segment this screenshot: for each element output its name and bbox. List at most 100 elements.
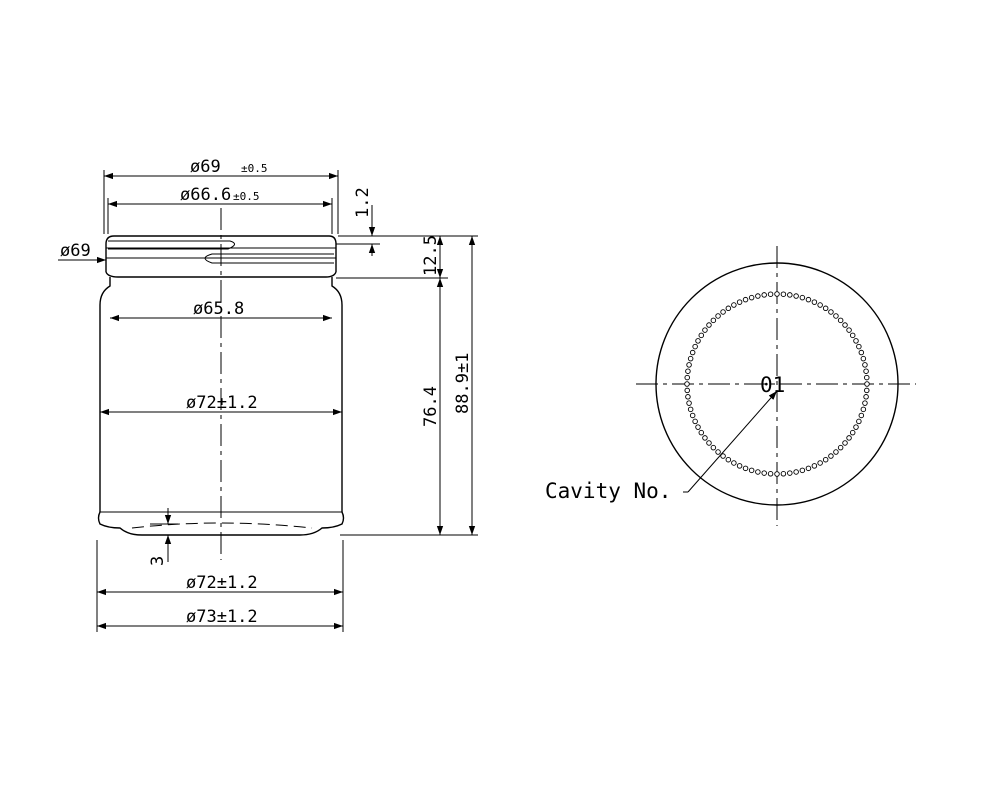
dim-body-label: ø72±1.2 (186, 393, 258, 413)
stipple-bead (864, 381, 870, 387)
stipple-bead (837, 317, 844, 324)
stipple-bead (736, 463, 743, 469)
stipple-bead (780, 291, 787, 297)
stipple-bead (706, 322, 712, 328)
stipple-bead (817, 302, 823, 308)
stipple-bead (692, 418, 698, 425)
stipple-bead (799, 294, 806, 301)
stipple-bead (695, 338, 701, 344)
stipple-bead (842, 322, 848, 328)
stippling-ring (684, 291, 870, 477)
stipple-bead (828, 309, 834, 315)
stipple-bead (715, 313, 721, 319)
stipple-bead (793, 293, 799, 299)
stipple-bead (856, 343, 862, 350)
stipple-bead (710, 444, 717, 451)
jar-lip (105, 235, 337, 245)
stipple-bead (684, 374, 690, 381)
stipple-bead (864, 387, 870, 394)
stipple-bead (686, 362, 692, 368)
stipple-bead (715, 449, 721, 455)
stipple-bead (767, 471, 774, 477)
stipple-bead (837, 444, 844, 451)
stipple-bead (755, 293, 761, 299)
body-left-wall (99, 277, 111, 512)
stipple-bead (684, 381, 690, 387)
dim-base-label: ø72±1.2 (186, 573, 258, 593)
stipple-bead (787, 470, 793, 476)
stipple-bead (720, 309, 726, 315)
stipple-bead (702, 435, 708, 441)
stipple-bead (698, 332, 705, 339)
stipple-bead (706, 440, 712, 446)
stipple-bead (822, 305, 829, 312)
stipple-bead (787, 292, 793, 298)
stipple-bead (695, 424, 701, 430)
stipple-bead (780, 471, 787, 477)
jar-base (97, 511, 345, 536)
stipple-bead (833, 313, 839, 319)
thread-lug-2 (204, 253, 334, 264)
stipple-bead (799, 467, 806, 474)
stipple-bead (862, 400, 868, 406)
jar-bottom-view: 01 Cavity No. (545, 246, 916, 526)
jar-side-view: ø69 ±0.5 ø66.6 ±0.5 ø69 ø65.8 ø72±1.2 ø7… (58, 157, 478, 632)
cavity-label: Cavity No. (545, 479, 671, 503)
stipple-bead (742, 465, 749, 472)
transfer-bead (105, 271, 337, 278)
body-right-wall (331, 277, 343, 512)
dim-finish-inner-tolerance: ±0.5 (233, 190, 260, 203)
stipple-bead (698, 429, 705, 436)
stipple-bead (774, 471, 780, 477)
stipple-bead (710, 317, 717, 324)
stipple-bead (811, 299, 818, 305)
stipple-bead (731, 460, 737, 466)
dim-finish-inner-label: ø66.6 (180, 185, 231, 205)
dim-lip-height-label: 1.2 (353, 187, 373, 218)
stipple-bead (863, 394, 869, 400)
stipple-bead (864, 374, 870, 381)
stipple-bead (684, 387, 690, 394)
stipple-bead (736, 299, 743, 305)
stipple-bead (853, 424, 859, 430)
stipple-bead (761, 470, 767, 476)
dim-bottom-label: ø73±1.2 (186, 607, 258, 627)
stipple-bead (817, 460, 823, 466)
stipple-bead (853, 338, 859, 344)
stipple-bead (686, 400, 692, 406)
stipple-bead (846, 327, 852, 333)
stipple-bead (755, 469, 761, 475)
stipple-bead (720, 453, 726, 459)
stipple-bead (742, 296, 749, 303)
dim-thread-label: ø69 (60, 241, 91, 261)
stipple-bead (862, 362, 868, 368)
stipple-bead (689, 412, 696, 419)
stipple-bead (725, 305, 732, 312)
stipple-bead (685, 368, 691, 374)
stipple-bead (822, 456, 829, 463)
dim-body-height-label: 76.4 (421, 386, 441, 427)
dim-overall-height-label: 88.9±1 (453, 353, 473, 414)
stipple-bead (748, 294, 755, 301)
dim-finish-height-label: 12.5 (421, 235, 441, 276)
dim-finish-outer-label: ø69 (190, 157, 221, 177)
stipple-bead (725, 456, 732, 463)
stipple-bead (858, 349, 865, 356)
stipple-bead (833, 449, 839, 455)
stipple-bead (767, 291, 774, 297)
dim-finish-outer-tolerance: ±0.5 (241, 162, 268, 175)
stipple-bead (858, 412, 865, 419)
base-outer-circle (655, 262, 899, 506)
stipple-bead (842, 440, 848, 446)
stipple-bead (692, 343, 698, 350)
push-up-hidden-line (131, 522, 313, 529)
cavity-leader-line (687, 390, 778, 493)
cavity-number: 01 (760, 373, 785, 397)
stipple-bead (748, 467, 755, 474)
stipple-bead (805, 465, 812, 472)
stipple-bead (846, 435, 852, 441)
stipple-bead (849, 429, 856, 436)
stipple-bead (685, 394, 691, 400)
stipple-bead (811, 463, 818, 469)
